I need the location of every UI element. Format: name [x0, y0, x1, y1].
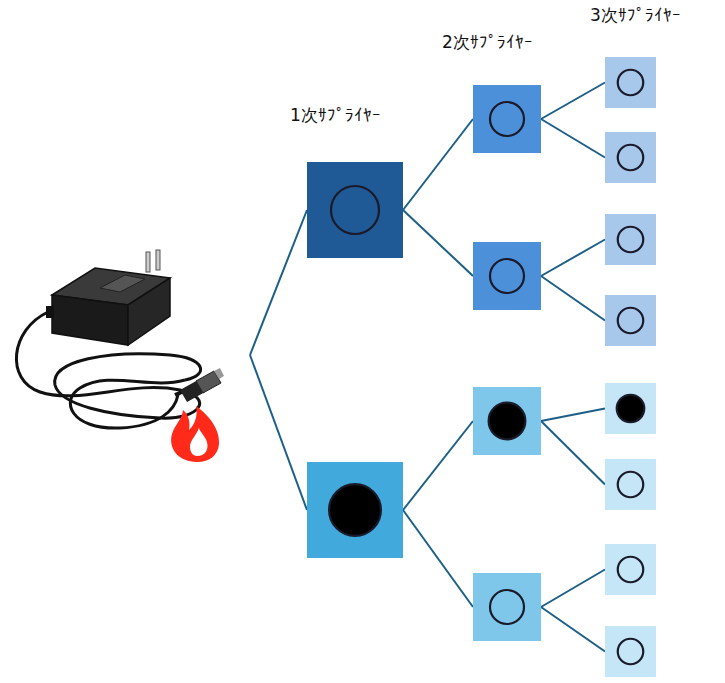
supplier-box	[605, 214, 656, 265]
supplier-symbol	[605, 544, 656, 595]
supplier-symbol	[307, 162, 403, 258]
supplier-symbol	[307, 462, 403, 558]
supply-link	[541, 276, 605, 321]
supply-link	[541, 409, 605, 422]
supplier-box	[605, 57, 656, 108]
supplier-symbol	[473, 242, 541, 310]
supply-link	[403, 510, 473, 607]
supply-link	[541, 240, 605, 277]
tier-heading: 3次ｻﾌﾟﾗｲﾔｰ	[588, 4, 683, 27]
supplier-symbol	[473, 85, 541, 153]
supplier-symbol	[605, 214, 656, 265]
supplier-symbol	[605, 295, 656, 346]
supplier-box	[605, 459, 656, 510]
supplier-box	[473, 387, 541, 455]
supplier-symbol	[605, 626, 656, 677]
supplier-symbol	[473, 573, 541, 641]
tier-heading: 2次ｻﾌﾟﾗｲﾔｰ	[440, 31, 535, 54]
tier-heading: 1次ｻﾌﾟﾗｲﾔｰ	[288, 104, 383, 127]
supply-link	[541, 607, 605, 652]
supplier-symbol	[473, 387, 541, 455]
supplier-box	[307, 162, 403, 258]
supply-link	[403, 119, 473, 210]
supplier-box	[605, 626, 656, 677]
fire-icon	[171, 406, 219, 462]
supplier-box	[473, 85, 541, 153]
supplier-symbol	[605, 57, 656, 108]
supplier-symbol	[605, 459, 656, 510]
supplier-box	[605, 544, 656, 595]
supplier-box	[605, 383, 656, 434]
supply-link	[403, 210, 473, 276]
supplier-box	[473, 242, 541, 310]
supply-link	[403, 421, 473, 510]
ac-adapter	[16, 250, 224, 428]
supply-link	[541, 83, 605, 120]
supply-link	[541, 421, 605, 485]
supply-link	[541, 570, 605, 608]
supplier-box	[605, 295, 656, 346]
supplier-box	[473, 573, 541, 641]
supplier-symbol	[605, 132, 656, 183]
supplier-symbol	[605, 383, 656, 434]
supply-link	[541, 119, 605, 158]
supplier-box	[307, 462, 403, 558]
supplier-box	[605, 132, 656, 183]
root-branch	[250, 210, 307, 510]
